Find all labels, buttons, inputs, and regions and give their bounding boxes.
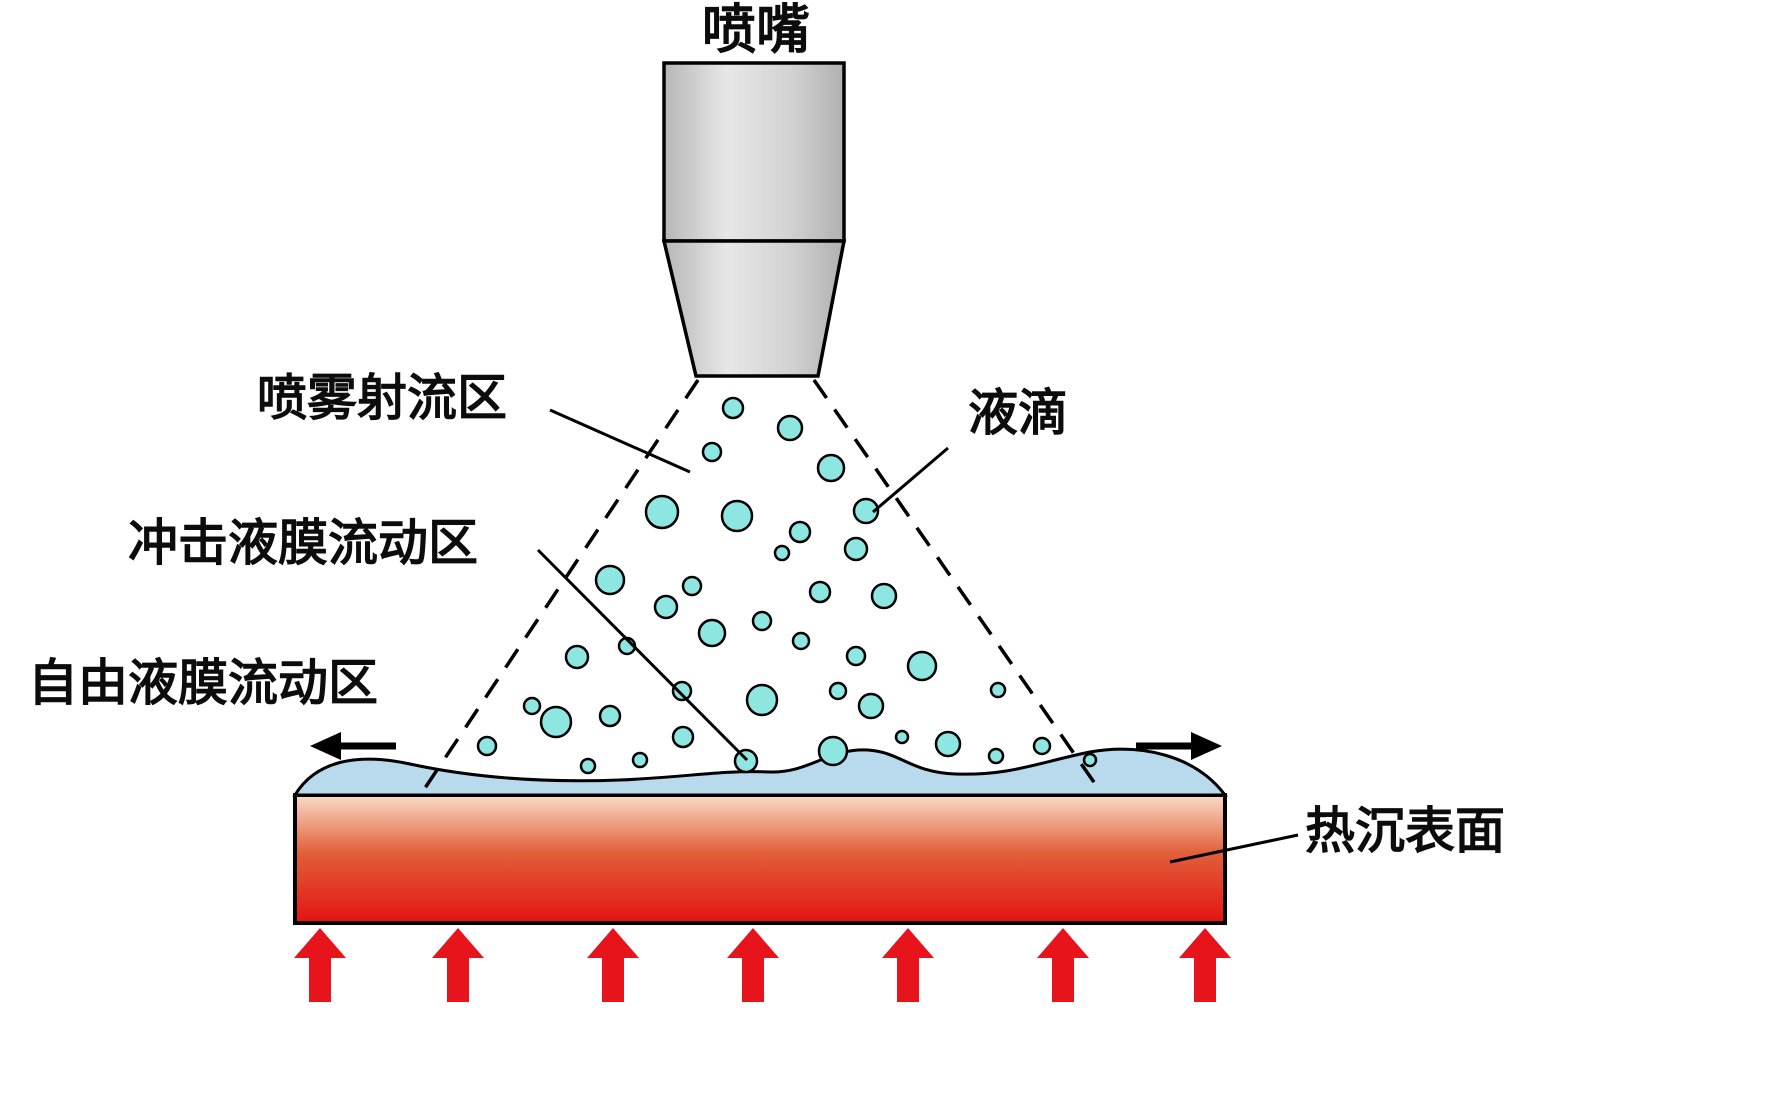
- droplet-circle: [934, 730, 962, 758]
- free-film-zone-label: 自由液膜流动区: [28, 655, 378, 711]
- droplet-circle: [906, 650, 938, 682]
- droplet-circle: [564, 644, 590, 670]
- droplet-circle: [845, 645, 867, 667]
- droplet-circle: [870, 582, 898, 610]
- film-flow-left-arrow: [310, 732, 396, 760]
- heat-flux-arrow: [1179, 928, 1231, 1002]
- droplet-circle: [671, 725, 695, 749]
- droplet-circle: [1032, 736, 1052, 756]
- heat-flux-arrow: [432, 928, 484, 1002]
- heat-sink-surface-leader-line: [1169, 833, 1299, 864]
- heat-flux-arrows: [294, 928, 1231, 1002]
- droplet-circle: [522, 696, 542, 716]
- droplet-circle: [894, 729, 910, 745]
- liquid-film: [292, 747, 1229, 797]
- nozzle-body: [662, 61, 846, 243]
- heat-flux-arrow: [727, 928, 779, 1002]
- droplet-circle: [745, 683, 779, 717]
- droplet-circle: [476, 735, 498, 757]
- impinging-film-zone-label: 冲击液膜流动区: [128, 515, 478, 571]
- droplet-circle: [773, 544, 791, 562]
- film-flow-right-arrow: [1136, 732, 1222, 760]
- spray-cone-right-boundary: [812, 379, 1100, 789]
- droplet-circle: [720, 499, 754, 533]
- droplet-circle: [852, 497, 880, 525]
- spray-jet-zone-leader-line: [549, 408, 691, 474]
- heat-sink-surface-label: 热沉表面: [1305, 803, 1505, 859]
- droplet-label: 液滴: [968, 385, 1068, 441]
- droplet-circle: [751, 610, 773, 632]
- droplet-circle: [653, 594, 679, 620]
- nozzle-converging-tip: [661, 239, 847, 378]
- droplet-circle: [828, 681, 848, 701]
- heat-sink-block: [293, 793, 1227, 925]
- droplet-circle: [701, 441, 723, 463]
- droplet-circle: [857, 692, 885, 720]
- droplet-leader-line: [872, 446, 949, 514]
- droplet-circle: [681, 575, 703, 597]
- droplet-circle: [791, 631, 811, 651]
- droplets: [476, 396, 1098, 775]
- droplet-circle: [788, 520, 812, 544]
- droplet-circle: [776, 414, 804, 442]
- droplet-circle: [697, 618, 727, 648]
- droplet-circle: [987, 747, 1005, 765]
- droplet-circle: [579, 757, 597, 775]
- droplet-circle: [721, 396, 745, 420]
- nozzle-label: 喷嘴: [702, 0, 810, 60]
- droplet-circle: [594, 564, 626, 596]
- droplet-circle: [808, 580, 832, 604]
- heat-flux-arrow: [1037, 928, 1089, 1002]
- heat-flux-arrow: [587, 928, 639, 1002]
- droplet-circle: [843, 536, 869, 562]
- heat-flux-arrow: [882, 928, 934, 1002]
- droplet-circle: [989, 681, 1007, 699]
- droplet-circle: [816, 453, 846, 483]
- spray-cone-left-boundary: [423, 379, 700, 789]
- droplet-circle: [817, 735, 849, 767]
- droplet-circle: [631, 751, 649, 769]
- impinging-film-zone-leader-line: [536, 548, 749, 762]
- spray-jet-zone-label: 喷雾射流区: [257, 370, 507, 426]
- droplet-circle: [539, 705, 573, 739]
- heat-flux-arrow: [294, 928, 346, 1002]
- droplet-circle: [1082, 752, 1098, 768]
- droplet-circle: [644, 494, 680, 530]
- droplet-circle: [598, 704, 622, 728]
- droplet-circle: [671, 680, 693, 702]
